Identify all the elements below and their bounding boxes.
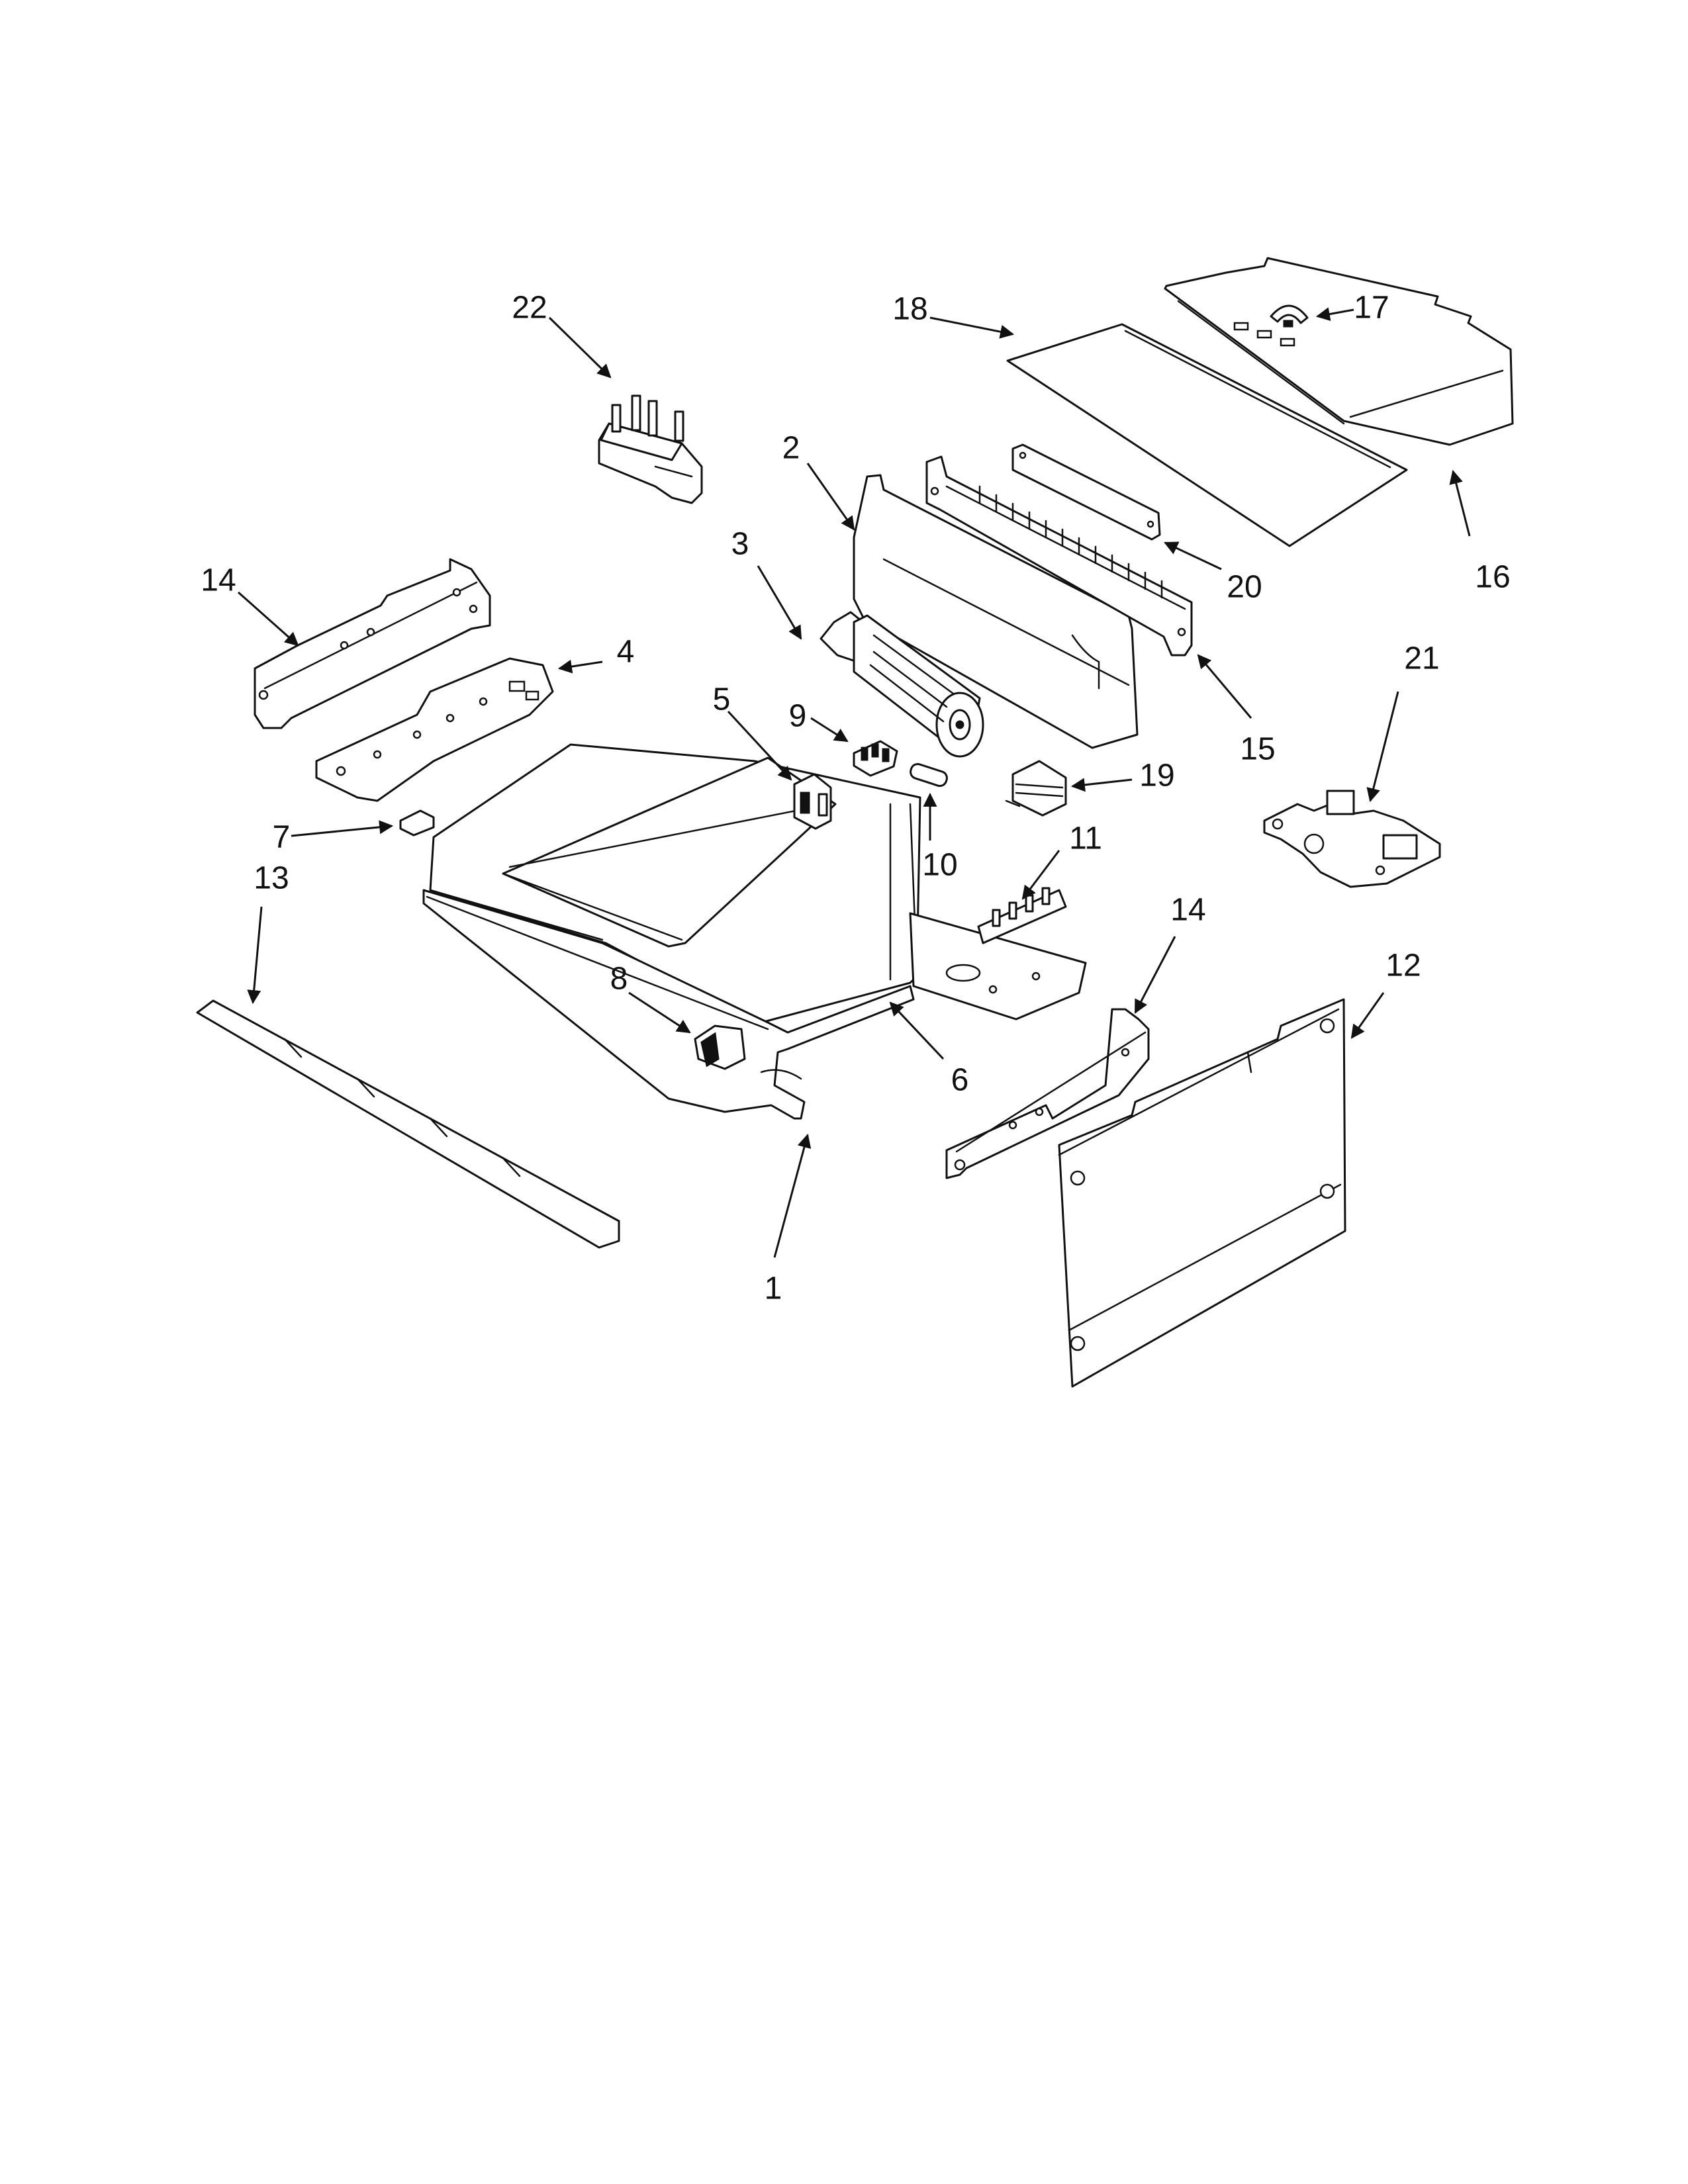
callout-3: 3 [731, 527, 749, 562]
callout-labels: 1 2 3 4 5 6 7 8 9 10 11 12 13 14 14 15 1… [201, 291, 1510, 1306]
leader-9 [810, 717, 849, 743]
part-4-mounting-plate [315, 657, 554, 802]
part-5-switch [793, 773, 832, 830]
leader-7 [291, 820, 394, 837]
leader-14-left [238, 591, 299, 647]
part-13-rail [196, 999, 620, 1249]
leader-16 [1449, 469, 1471, 537]
callout-5: 5 [713, 682, 731, 717]
part-9-terminal-block [853, 740, 898, 777]
vent-slots [978, 485, 1163, 599]
leader-20 [1164, 541, 1222, 570]
callout-17: 17 [1354, 291, 1389, 326]
leader-3 [757, 565, 802, 640]
part-21-bracket [1263, 790, 1441, 888]
part-14-right-bracket [945, 1008, 1150, 1179]
part-18-insulation [1006, 323, 1408, 547]
leader-14-right [1134, 936, 1176, 1014]
callout-11: 11 [1069, 821, 1102, 856]
part-19-transformer [1005, 760, 1067, 817]
callout-19: 19 [1139, 758, 1174, 794]
part-7-clip [399, 809, 435, 837]
part-16-top-panel [1164, 257, 1514, 446]
leader-8 [628, 991, 691, 1034]
callout-9: 9 [789, 699, 807, 734]
part-3-blower-motor [820, 611, 984, 758]
part-11-terminal-strip [977, 887, 1067, 944]
callout-21: 21 [1404, 641, 1439, 676]
part-22-relay [598, 394, 703, 504]
leader-6 [889, 1001, 945, 1060]
part-10-fuse [910, 762, 948, 788]
part-1-housing-base [422, 889, 915, 1120]
leader-11 [1021, 850, 1060, 900]
callout-15: 15 [1240, 732, 1275, 767]
callout-14-left: 14 [201, 563, 236, 598]
leader-22 [548, 316, 612, 379]
leader-5 [727, 710, 792, 781]
callout-8: 8 [610, 962, 628, 997]
part-14-left-bracket [254, 558, 491, 729]
leader-2 [806, 463, 855, 531]
leader-12 [1350, 992, 1385, 1039]
callout-10: 10 [922, 848, 957, 883]
part-2-15-blower-housing [853, 455, 1193, 749]
callout-13: 13 [254, 861, 289, 896]
part-12-side-panel [1058, 998, 1346, 1388]
leader-17 [1315, 307, 1354, 321]
part-17-clip [1270, 304, 1309, 328]
callout-18: 18 [892, 292, 927, 327]
part-20-vent-strip [1011, 443, 1161, 541]
leader-15 [1197, 654, 1252, 719]
callout-12: 12 [1385, 948, 1421, 983]
leader-19 [1070, 778, 1133, 792]
callout-2: 2 [782, 431, 800, 466]
leader-lines [238, 307, 1471, 1258]
leader-1 [773, 1133, 812, 1258]
leader-13 [247, 906, 263, 1005]
callout-16: 16 [1475, 560, 1510, 595]
leader-18 [929, 316, 1015, 339]
part-8-latch-switch [694, 1024, 746, 1070]
leader-21 [1366, 691, 1399, 803]
callout-20: 20 [1227, 570, 1262, 605]
callout-1: 1 [765, 1271, 782, 1306]
callout-7: 7 [273, 820, 291, 855]
callout-14-right: 14 [1170, 893, 1205, 928]
callout-22: 22 [512, 291, 547, 326]
leader-4 [557, 659, 603, 674]
callout-6: 6 [951, 1063, 969, 1098]
callout-4: 4 [617, 635, 635, 670]
